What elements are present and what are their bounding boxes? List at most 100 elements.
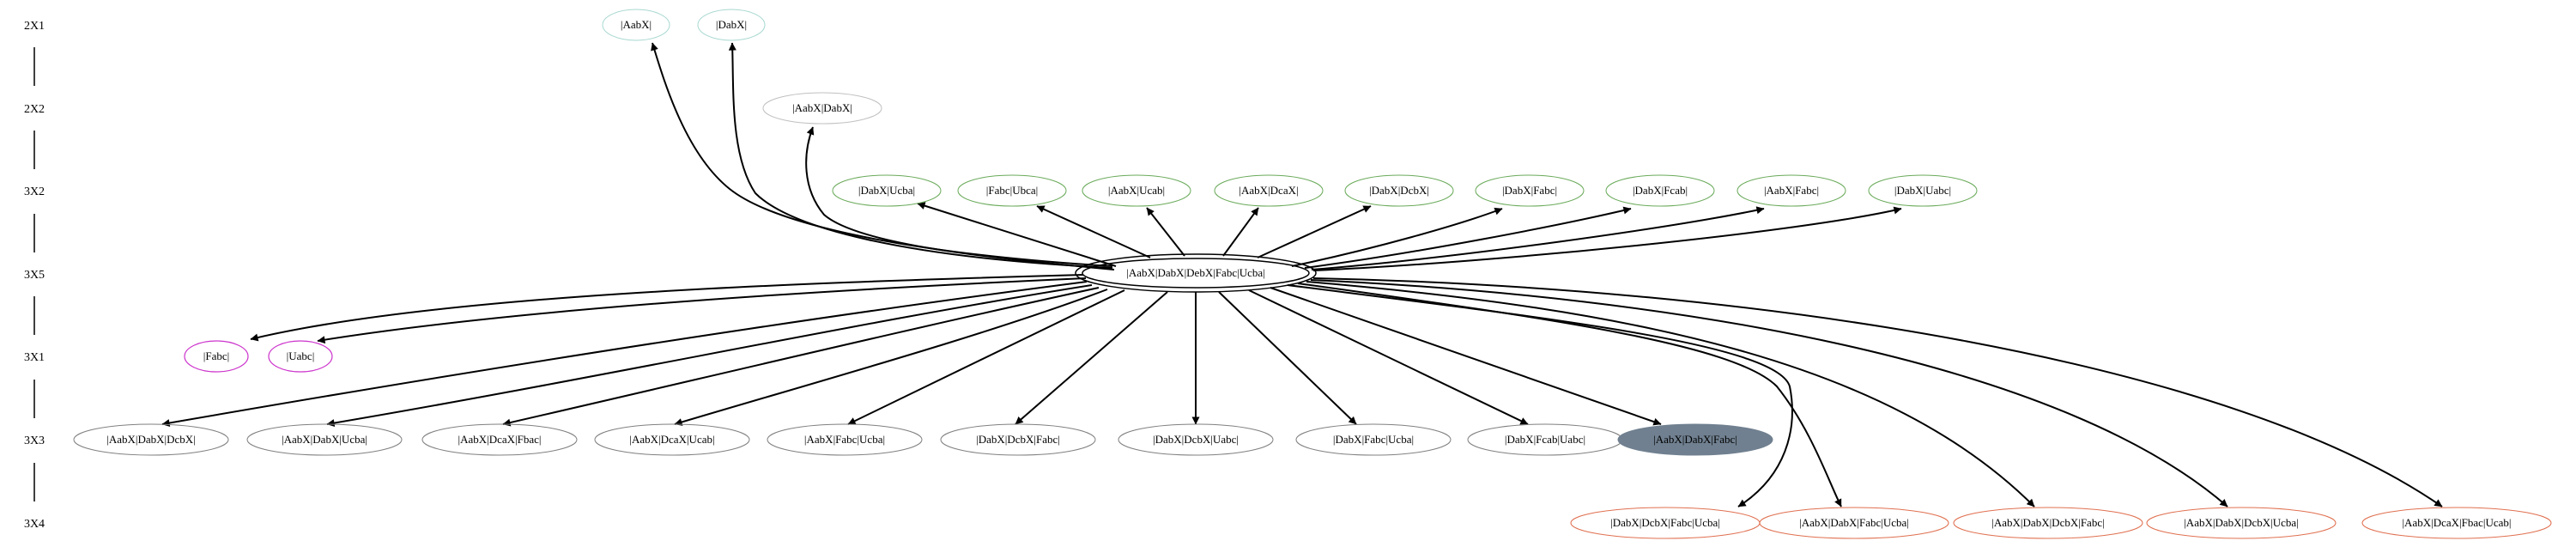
graph-node[interactable]: |AabX|DabX|Fabc|Ucba| <box>1759 507 1949 539</box>
edge <box>250 274 1084 342</box>
graph-node[interactable]: |AabX|DcaX| <box>1214 174 1324 207</box>
edge <box>917 202 1117 267</box>
graph-node[interactable]: |DabX|DcbX|Fabc|Ucba| <box>1570 507 1761 539</box>
graph-node[interactable]: |DabX|DcbX| <box>1344 174 1454 207</box>
node-ellipse <box>957 174 1067 207</box>
graph-node[interactable]: |DabX|Uabc| <box>1868 174 1978 207</box>
graph-node[interactable]: |DabX|DcbX|Uabc| <box>1118 423 1274 456</box>
node-ellipse <box>1344 174 1454 207</box>
rank-label-2X2: 2X2 <box>24 103 45 116</box>
graph-node[interactable]: |AabX|DabX|DcbX| <box>73 423 229 456</box>
node-label: |AabX|DabX|DebX|Fabc|Ucba| <box>1126 266 1264 279</box>
graph-node-highlighted[interactable]: |AabX|DabX|Fabc| <box>1617 423 1773 456</box>
edge <box>1036 205 1151 258</box>
edge <box>674 289 1108 426</box>
edge <box>1304 206 1632 269</box>
node-ellipse <box>2146 507 2337 539</box>
graph-node[interactable]: |AabX|DabX|Ucba| <box>246 423 403 456</box>
graph-node[interactable]: |Fabc|Ubca| <box>957 174 1067 207</box>
node-label: |Fabc| <box>203 349 229 362</box>
node-label: |AabX|DabX|Ucba| <box>282 433 367 446</box>
graph-node[interactable]: |Uabc| <box>268 340 333 373</box>
graph-node[interactable]: |AabX|DabX| <box>762 92 882 125</box>
rank-axis: 2X1 2X2 3X2 3X5 3X1 3X3 3X4 <box>24 20 45 531</box>
node-ellipse <box>1082 174 1191 207</box>
node-label: |DabX|Fcab| <box>1633 184 1688 197</box>
node-label: |DabX| <box>716 18 747 31</box>
node-label: |AabX|DcaX| <box>1239 184 1298 197</box>
edges <box>161 42 2443 507</box>
graph-node[interactable]: |AabX|Fabc| <box>1737 174 1846 207</box>
graph-node[interactable]: |AabX|DabX|DcbX|Fabc| <box>1953 507 2143 539</box>
node-ellipse <box>2361 507 2552 539</box>
node-ellipse <box>1737 174 1846 207</box>
graph-node[interactable]: |AabX|DabX|DcbX|Ucba| <box>2146 507 2337 539</box>
node-label: |AabX|DabX|DcbX|Ucba| <box>2184 516 2299 529</box>
edge <box>805 126 1115 270</box>
node-label: |DabX|DcbX|Uabc| <box>1153 433 1239 446</box>
graph-node[interactable]: |DabX|Fabc| <box>1475 174 1585 207</box>
edge <box>1310 279 2228 507</box>
node-label: |Uabc| <box>287 349 315 362</box>
node-ellipse <box>268 340 333 373</box>
graph-node[interactable]: |DabX|Ucba| <box>832 174 942 207</box>
node-ellipse <box>421 423 578 456</box>
graph-node[interactable]: |DabX|Fcab|Uabc| <box>1467 423 1623 456</box>
graph-node[interactable]: |AabX|DcaX|Ucab| <box>594 423 750 456</box>
node-label: |Fabc|Ubca| <box>986 184 1039 197</box>
node-label: |DabX|Fabc|Ucba| <box>1333 433 1414 446</box>
graph-node[interactable]: |AabX|DcaX|Fbac| <box>421 423 578 456</box>
node-ellipse <box>602 9 670 41</box>
node-label: |DabX|Ucba| <box>858 184 915 197</box>
edge <box>1248 289 1529 425</box>
node-ellipse <box>246 423 403 456</box>
node-label: |AabX| <box>621 18 652 31</box>
edge <box>1257 205 1372 258</box>
node-label: |DabX|DcbX| <box>1369 184 1429 197</box>
graph-node[interactable]: |AabX| <box>602 9 670 41</box>
edge <box>1306 281 2035 507</box>
edge <box>1218 291 1357 425</box>
rank-label-3X3: 3X3 <box>24 435 45 447</box>
edge <box>326 284 1093 428</box>
graph-node[interactable]: |DabX| <box>697 9 766 41</box>
rank-label-3X2: 3X2 <box>24 185 45 198</box>
edge <box>1311 206 1765 270</box>
node-label: |AabX|Ucab| <box>1108 184 1165 197</box>
edge <box>1312 206 1902 271</box>
node-ellipse <box>73 423 229 456</box>
rank-label-3X4: 3X4 <box>24 518 45 531</box>
edge <box>1146 207 1185 257</box>
node-label: |AabX|DabX|DcbX|Fabc| <box>1991 516 2104 529</box>
graph-node[interactable]: |DabX|Fcab| <box>1605 174 1715 207</box>
graph-node[interactable]: |AabX|Fabc|Ucba| <box>767 423 923 456</box>
edge <box>161 281 1088 427</box>
node-label: |AabX|DabX|Fabc|Ucba| <box>1799 516 1909 529</box>
node-ellipse <box>1953 507 2143 539</box>
graph-node[interactable]: |Fabc| <box>184 340 249 373</box>
node-ellipse <box>1214 174 1324 207</box>
graph-node[interactable]: |DabX|Fabc|Ucba| <box>1295 423 1452 456</box>
node-ellipse <box>1759 507 1949 539</box>
center-node[interactable]: |AabX|DabX|DebX|Fabc|Ucba| <box>1075 253 1317 293</box>
node-ellipse <box>1118 423 1274 456</box>
graph-node[interactable]: |DabX|DcbX|Fabc| <box>940 423 1096 456</box>
edge <box>1270 287 1662 426</box>
node-ellipse <box>1868 174 1978 207</box>
edge <box>1297 283 1842 507</box>
graph-node[interactable]: |AabX|Ucab| <box>1082 174 1191 207</box>
graph-node[interactable]: |AabX|DcaX|Fbac|Ucab| <box>2361 507 2552 539</box>
node-ellipse <box>940 423 1096 456</box>
node-label: |AabX|DabX| <box>792 101 852 114</box>
edge <box>847 289 1125 425</box>
node-ellipse <box>1617 423 1773 456</box>
edge <box>1015 291 1168 425</box>
node-label: |DabX|DcbX|Fabc|Ucba| <box>1610 516 1720 529</box>
edge <box>1291 207 1503 267</box>
node-ellipse-inner <box>1082 258 1310 289</box>
node-ellipse <box>767 423 923 456</box>
node-ellipse-outer <box>1075 253 1317 293</box>
node-label: |DabX|Uabc| <box>1894 184 1951 197</box>
edge <box>1222 207 1259 257</box>
